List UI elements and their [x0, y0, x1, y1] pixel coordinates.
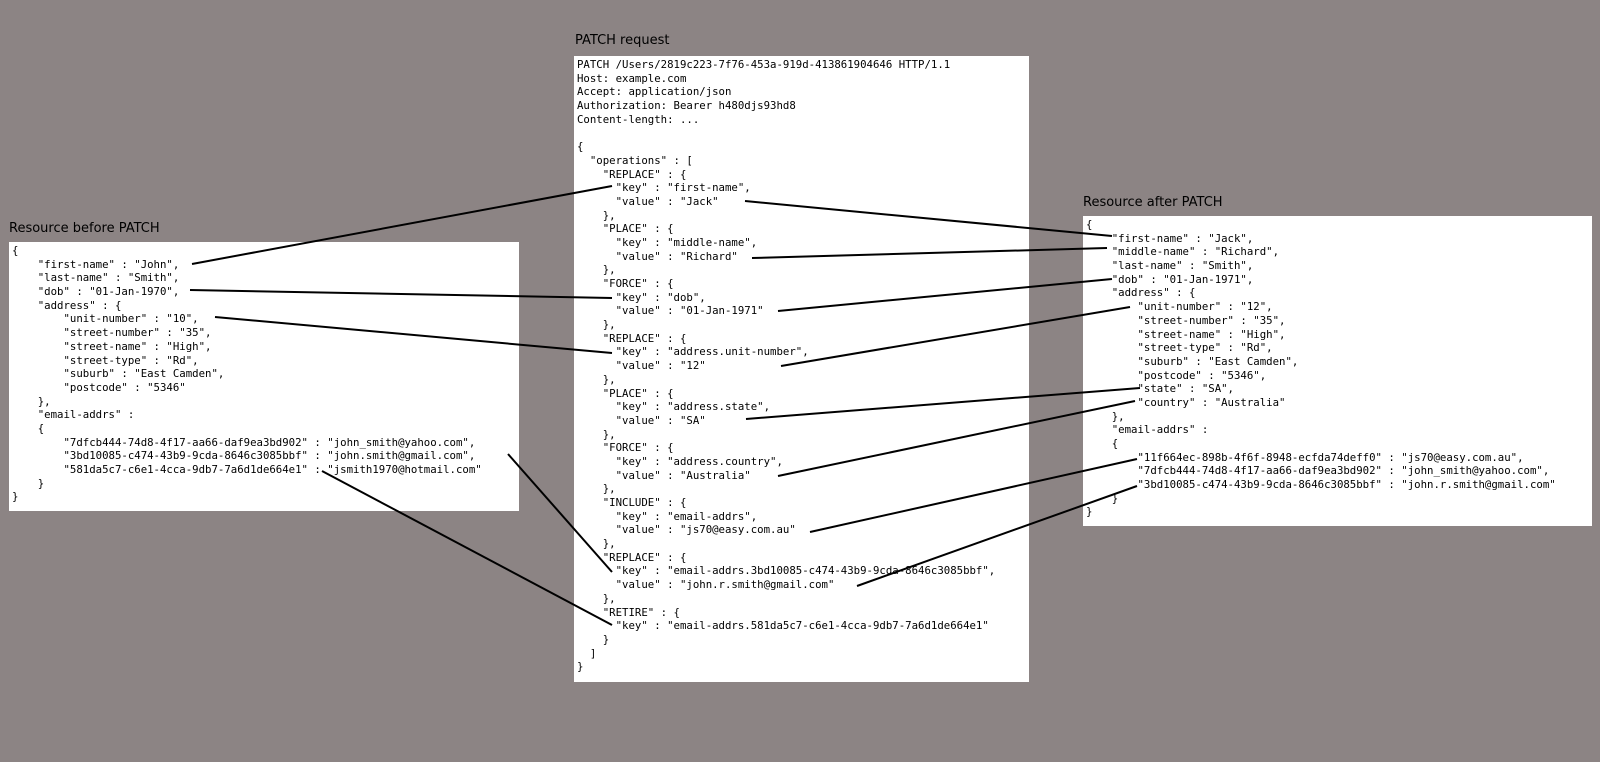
before-code-line: "unit-number" : "10",: [12, 312, 199, 326]
patch-code-line: "PLACE" : {: [577, 386, 674, 400]
after-code-line: },: [1086, 409, 1125, 423]
before-code-line: {: [12, 421, 45, 435]
patch-code-line: "value" : "Jack": [577, 194, 719, 208]
before-code-line: "last-name" : "Smith",: [12, 271, 180, 285]
patch-code-line: "value" : "SA": [577, 413, 706, 427]
after-code-line: {: [1086, 218, 1093, 231]
patch-code-line: "value" : "john.r.smith@gmail.com": [577, 578, 835, 592]
before-code-line: "581da5c7-c6e1-4cca-9db7-7a6d1de664e1" :…: [12, 463, 482, 476]
before-code-line: "3bd10085-c474-43b9-9cda-8646c3085bbf" :…: [12, 449, 476, 463]
patch-code-line: "value" : "Richard": [577, 249, 738, 263]
resource-after-panel: { "first-name" : "Jack", "middle-name" :…: [1083, 216, 1592, 526]
after-code-line: "street-name" : "High",: [1086, 327, 1286, 341]
after-code-line: "postcode" : "5346",: [1086, 368, 1267, 382]
patch-code-line: },: [577, 427, 616, 441]
after-code-line: "7dfcb444-74d8-4f17-aa66-daf9ea3bd902" :…: [1086, 464, 1550, 478]
before-code-line: "street-number" : "35",: [12, 326, 212, 340]
patch-code-line: Host: example.com: [577, 71, 687, 85]
patch-code-line: "key" : "address.country",: [577, 454, 783, 468]
after-code-line: "street-type" : "Rd",: [1086, 341, 1273, 355]
before-code-line: "7dfcb444-74d8-4f17-aa66-daf9ea3bd902" :…: [12, 435, 476, 449]
patch-code-line: "FORCE" : {: [577, 277, 674, 290]
patch-code-line: "key" : "address.state",: [577, 400, 771, 414]
patch-code-line: {: [577, 140, 584, 154]
patch-code-line: "key" : "middle-name",: [577, 235, 758, 249]
after-code-line: "dob" : "01-Jan-1971",: [1086, 272, 1254, 286]
patch-code-line: "value" : "Australia": [577, 468, 751, 482]
after-code-line: }: [1086, 491, 1119, 505]
patch-code-line: ]: [577, 646, 597, 660]
after-code-line: "address" : {: [1086, 286, 1196, 300]
after-code-line: "country" : "Australia": [1086, 395, 1286, 409]
patch-panel-title: PATCH request: [575, 33, 670, 48]
before-code-line: "dob" : "01-Jan-1970",: [12, 285, 180, 299]
before-code-line: {: [12, 244, 19, 257]
patch-code-line: },: [577, 591, 616, 605]
patch-code-line: },: [577, 537, 616, 551]
patch-code-line: "REPLACE" : {: [577, 331, 687, 345]
patch-code-line: "REPLACE" : {: [577, 167, 687, 181]
after-code-line: "11f664ec-898b-4f6f-8948-ecfda74deff0" :…: [1086, 450, 1524, 464]
after-code-line: "unit-number" : "12",: [1086, 300, 1273, 314]
before-code-line: "street-name" : "High",: [12, 339, 212, 353]
resource-before-code: { "first-name" : "John", "last-name" : "…: [12, 244, 516, 504]
after-code-line: }: [1086, 505, 1093, 519]
after-code-line: {: [1086, 437, 1119, 450]
before-panel-title: Resource before PATCH: [9, 221, 160, 236]
patch-code-line: "REPLACE" : {: [577, 550, 687, 564]
after-panel-title: Resource after PATCH: [1083, 195, 1223, 210]
patch-code-line: "key" : "dob",: [577, 290, 706, 304]
patch-code-line: }: [577, 632, 610, 646]
after-code-line: "middle-name" : "Richard",: [1086, 245, 1280, 259]
before-code-line: "suburb" : "East Camden",: [12, 367, 225, 381]
patch-code-line: [577, 126, 1026, 140]
patch-code-line: "PLACE" : {: [577, 222, 674, 236]
patch-code-line: }: [577, 660, 584, 674]
before-code-line: }: [12, 490, 19, 504]
patch-code-line: Content-length: ...: [577, 112, 700, 126]
patch-request-panel: PATCH /Users/2819c223-7f76-453a-919d-413…: [574, 56, 1029, 682]
patch-code-line: "key" : "email-addrs.581da5c7-c6e1-4cca-…: [577, 619, 989, 633]
patch-code-line: "RETIRE" : {: [577, 605, 680, 619]
before-code-line: "first-name" : "John",: [12, 257, 180, 271]
patch-code-line: "value" : "01-Jan-1971": [577, 304, 764, 318]
before-code-line: }: [12, 476, 45, 490]
patch-code-line: "FORCE" : {: [577, 441, 674, 455]
before-code-line: },: [12, 394, 51, 408]
patch-code-line: "value" : "js70@easy.com.au": [577, 523, 796, 537]
patch-code-line: Accept: application/json: [577, 85, 732, 99]
before-code-line: "address" : {: [12, 298, 122, 312]
patch-code-line: "operations" : [: [577, 153, 693, 167]
patch-code-line: },: [577, 482, 616, 496]
patch-code-line: "key" : "email-addrs.3bd10085-c474-43b9-…: [577, 564, 996, 578]
patch-code-line: "INCLUDE" : {: [577, 496, 687, 509]
patch-code-line: },: [577, 263, 616, 277]
patch-code-line: "key" : "address.unit-number",: [577, 345, 809, 359]
patch-request-code: PATCH /Users/2819c223-7f76-453a-919d-413…: [577, 58, 1026, 674]
patch-code-line: },: [577, 208, 616, 222]
after-code-line: "last-name" : "Smith",: [1086, 259, 1254, 273]
before-code-line: "email-addrs" :: [12, 408, 135, 422]
resource-after-code: { "first-name" : "Jack", "middle-name" :…: [1086, 218, 1589, 519]
after-code-line: "3bd10085-c474-43b9-9cda-8646c3085bbf" :…: [1086, 478, 1556, 492]
after-code-line: "first-name" : "Jack",: [1086, 231, 1254, 245]
patch-code-line: Authorization: Bearer h480djs93hd8: [577, 99, 796, 113]
before-code-line: "postcode" : "5346": [12, 380, 186, 394]
before-code-line: "street-type" : "Rd",: [12, 353, 199, 367]
patch-code-line: PATCH /Users/2819c223-7f76-453a-919d-413…: [577, 58, 951, 71]
after-code-line: "email-addrs" :: [1086, 423, 1209, 437]
patch-code-line: "key" : "email-addrs",: [577, 509, 758, 523]
patch-code-line: },: [577, 318, 616, 332]
resource-before-panel: { "first-name" : "John", "last-name" : "…: [9, 242, 519, 511]
after-code-line: "state" : "SA",: [1086, 382, 1234, 396]
after-code-line: "suburb" : "East Camden",: [1086, 354, 1299, 368]
patch-code-line: "key" : "first-name",: [577, 181, 751, 195]
after-code-line: "street-number" : "35",: [1086, 313, 1286, 327]
patch-code-line: },: [577, 372, 616, 386]
patch-code-line: "value" : "12": [577, 359, 706, 373]
